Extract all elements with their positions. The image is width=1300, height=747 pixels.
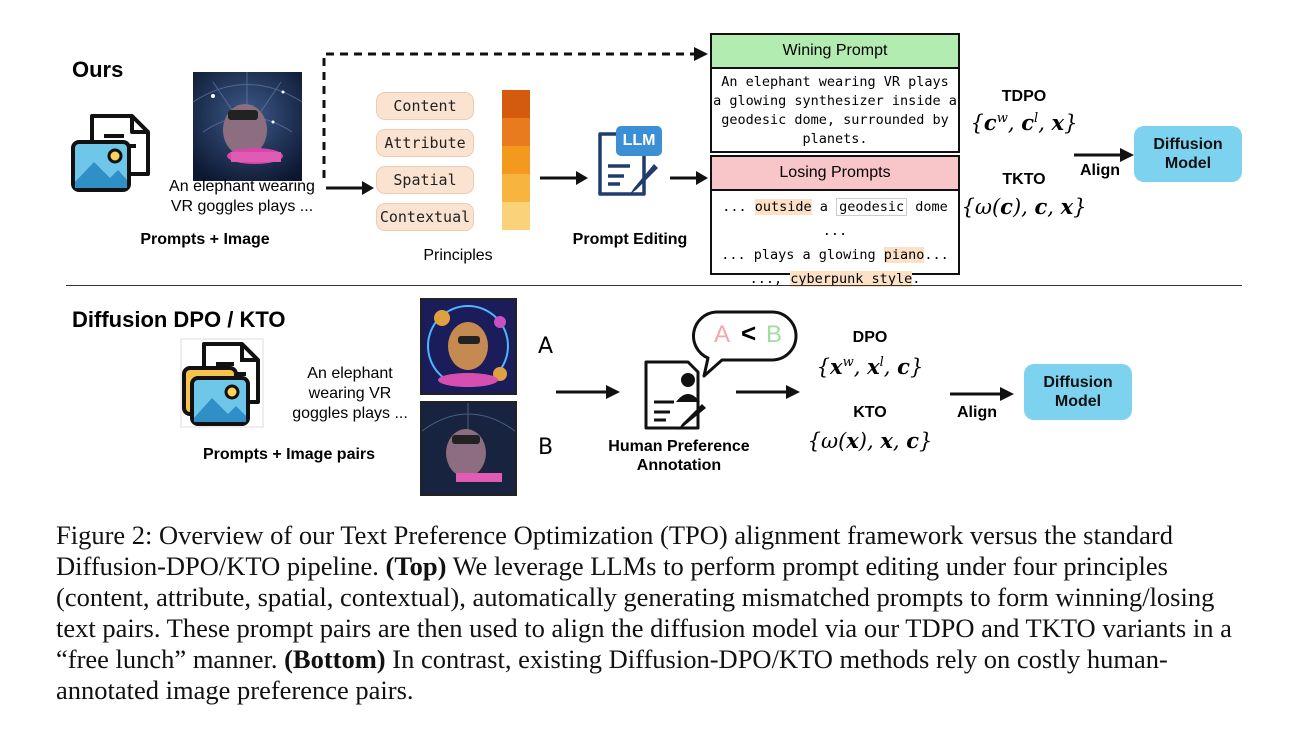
llm-icon: LLM bbox=[594, 122, 666, 198]
losing-text: dome ... bbox=[822, 199, 948, 239]
align-arrow bbox=[950, 387, 1014, 401]
top-section-title: Ours bbox=[72, 57, 124, 82]
top-prompts-label: Prompts + Image bbox=[140, 231, 270, 248]
annotation-line: Annotation bbox=[636, 457, 722, 474]
option-a-label: A bbox=[538, 334, 554, 359]
losing-text: a bbox=[811, 199, 837, 215]
annotation-document-icon bbox=[644, 360, 706, 430]
math-text: {ω(c), c, x} bbox=[961, 194, 1087, 219]
caption-top-bold: (Top) bbox=[385, 551, 447, 581]
math-text: {xw, xl, c} bbox=[816, 354, 924, 379]
winning-line: planets. bbox=[802, 131, 868, 147]
losing-line: ... plays a glowing piano... bbox=[712, 243, 958, 267]
winning-line: An elephant wearing VR plays bbox=[721, 74, 949, 90]
losing-line: ... outside a geodesic dome ... bbox=[712, 195, 958, 243]
llm-label: LLM bbox=[622, 132, 656, 149]
tdpo-label: TDPO bbox=[1001, 88, 1047, 105]
tdpo-math: {cw, cl, x} bbox=[960, 110, 1088, 135]
losing-highlight: piano bbox=[883, 247, 925, 263]
align-label-bottom: Align bbox=[957, 404, 997, 421]
image-a bbox=[420, 298, 517, 395]
principle-content: Content bbox=[376, 92, 474, 120]
diffusion-line: Model bbox=[1054, 393, 1102, 410]
winning-prompt-header: Wining Prompt bbox=[710, 33, 960, 69]
annotation-line: Human Preference bbox=[608, 438, 750, 455]
kto-label: KTO bbox=[853, 404, 887, 421]
section-divider bbox=[66, 285, 1242, 286]
bubble-a: A bbox=[714, 321, 731, 348]
losing-text: . bbox=[912, 271, 921, 287]
kto-math: {ω(x), x, c} bbox=[806, 428, 934, 453]
caption-prefix: Figure 2: Overview of our Text Preferenc… bbox=[56, 520, 1173, 581]
prompt-editing-label: Prompt Editing bbox=[572, 231, 688, 248]
arrow-right bbox=[736, 385, 800, 399]
arrow-right bbox=[540, 171, 588, 185]
caption-suffix: In contrast, existing Diffusion-DPO/KTO … bbox=[56, 644, 1168, 705]
prompt-line: wearing VR bbox=[308, 385, 392, 402]
dashed-arrow bbox=[322, 47, 708, 178]
losing-prompt-body: ... outside a geodesic dome ... ... play… bbox=[710, 189, 960, 287]
prompt-line: An elephant bbox=[307, 365, 393, 382]
speech-bubble-icon bbox=[691, 310, 798, 378]
prompt-line: An elephant wearing bbox=[169, 178, 315, 195]
arrow-right bbox=[556, 385, 620, 399]
principle-contextual: Contextual bbox=[376, 203, 474, 231]
bubble-b: B bbox=[766, 321, 783, 348]
principles-label: Principles bbox=[423, 247, 493, 264]
arrow-right bbox=[670, 171, 708, 185]
document-image-icon bbox=[180, 338, 264, 428]
caption-middle: We leverage LLMs to perform prompt editi… bbox=[56, 551, 1232, 674]
dpo-math: {xw, xl, c} bbox=[806, 354, 934, 379]
caption-bottom-bold: (Bottom) bbox=[284, 644, 386, 674]
principle-attribute: Attribute bbox=[376, 129, 474, 157]
bottom-section-title: Diffusion DPO / KTO bbox=[72, 307, 286, 332]
diffusion-model-bottom: Diffusion Model bbox=[1024, 364, 1132, 420]
diffusion-line: Model bbox=[1164, 155, 1212, 172]
align-label-top: Align bbox=[1080, 162, 1120, 179]
winning-prompt-body: An elephant wearing VR plays a glowing s… bbox=[710, 67, 960, 153]
winning-line: a glowing synthesizer inside a bbox=[713, 93, 957, 109]
bottom-prompts-label: Prompts + Image pairs bbox=[202, 446, 376, 463]
bubble-less-than: < bbox=[741, 318, 757, 348]
dpo-label: DPO bbox=[852, 329, 888, 346]
math-text: {cw, cl, x} bbox=[970, 110, 1078, 135]
document-image-icon bbox=[71, 114, 150, 192]
prompt-line: VR goggles plays ... bbox=[170, 198, 314, 215]
losing-boxed: geodesic bbox=[836, 198, 908, 216]
losing-highlight: outside bbox=[754, 199, 812, 215]
bottom-prompt-text: An elephant wearing VR goggles plays ... bbox=[272, 364, 428, 424]
elephant-dj-image bbox=[193, 72, 302, 181]
diffusion-line: Diffusion bbox=[1043, 374, 1113, 391]
diffusion-model-top: Diffusion Model bbox=[1134, 126, 1242, 182]
math-text: {ω(x), x, c} bbox=[807, 428, 933, 453]
figure-caption: Figure 2: Overview of our Text Preferenc… bbox=[56, 520, 1246, 706]
losing-text: ... plays a glowing bbox=[721, 247, 884, 263]
losing-line: ..., cyberpunk style. bbox=[712, 267, 958, 291]
arrow-right bbox=[326, 181, 374, 195]
top-prompt-text: An elephant wearing VR goggles plays ... bbox=[152, 177, 332, 217]
losing-text: ..., bbox=[749, 271, 791, 287]
losing-text: ... bbox=[924, 247, 949, 263]
human-annotation-label: Human Preference Annotation bbox=[596, 437, 762, 475]
diffusion-line: Diffusion bbox=[1153, 136, 1223, 153]
prompt-line: goggles plays ... bbox=[292, 405, 408, 422]
image-b bbox=[420, 401, 517, 496]
principle-spatial: Spatial bbox=[376, 166, 474, 194]
losing-prompt-header: Losing Prompts bbox=[710, 155, 960, 191]
gradient-bar bbox=[502, 90, 530, 230]
align-arrow bbox=[1074, 148, 1134, 162]
losing-highlight: cyberpunk style bbox=[790, 271, 913, 287]
tkto-math: {ω(c), c, x} bbox=[960, 194, 1088, 219]
winning-line: geodesic dome, surrounded by bbox=[721, 112, 949, 128]
option-b-label: B bbox=[538, 435, 554, 460]
tkto-label: TKTO bbox=[1002, 171, 1046, 188]
losing-text: ... bbox=[722, 199, 755, 215]
